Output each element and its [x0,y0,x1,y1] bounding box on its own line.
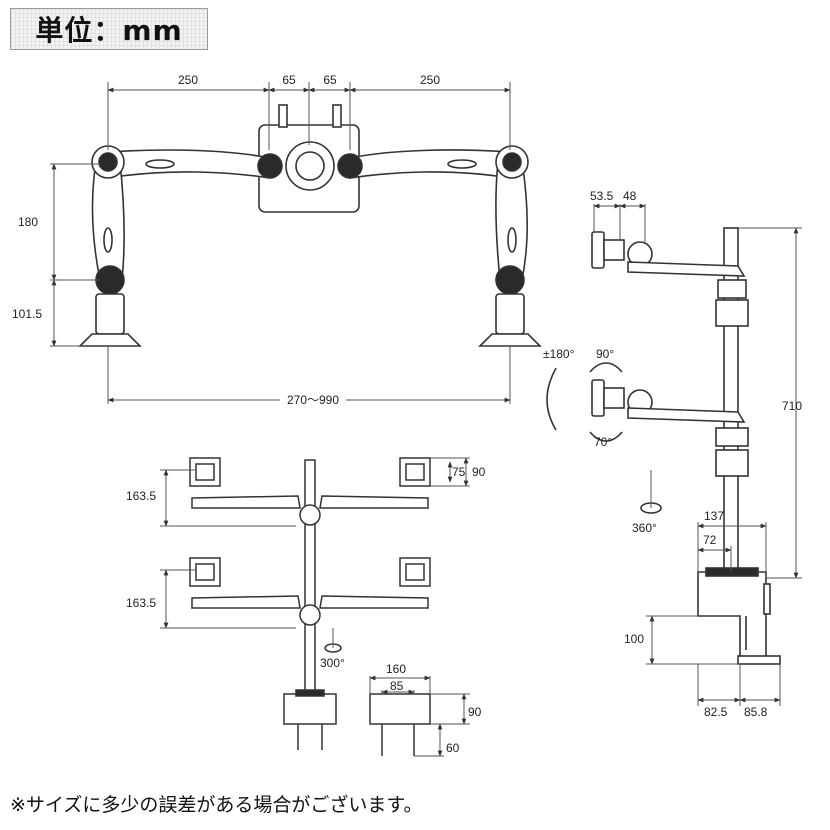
side-clamp-body [697,571,767,661]
side-upper-arm [627,261,746,277]
front-bracket-pin [278,104,288,128]
front-right-base [478,333,542,347]
front-joint [502,152,522,172]
side-view-dimensions [593,203,802,706]
tilt-up-label: 90° [596,347,614,361]
front-left-post [95,293,125,335]
label-backdrop [280,393,346,407]
dim-plate-depth: 48 [623,189,637,203]
tilt-range-label: ±180° [543,347,575,361]
side-lower-collar [715,427,749,447]
vesa-large-label: 90 [472,465,486,479]
dim-upper-height: 163.5 [126,489,156,503]
clamp-detail-body [369,693,431,725]
side-upper-collar [715,299,749,327]
quad-clamp-top [295,689,325,697]
side-upper-vesa-plate [591,231,605,269]
front-right-arm [349,149,511,179]
quad-arm-lower-right [319,595,429,609]
side-clamp-knob [763,583,771,615]
front-right-vertical-arm [495,161,529,281]
quad-view-drawing [189,457,431,750]
clamp-detail-inner: 85 [390,679,404,693]
front-arm-slot [507,227,517,253]
front-bracket-pin [332,104,342,128]
quad-hub-lower [299,604,321,626]
quad-clamp [283,693,337,725]
front-arm-slot [145,159,175,169]
front-left-base [78,333,142,347]
front-joint [495,265,525,295]
front-joint [257,153,283,179]
front-left-arm [107,149,271,179]
side-lower-vesa-plate [591,379,605,417]
tilt-arc [589,362,623,373]
front-left-vertical-arm [91,161,125,281]
quad-pole [304,459,316,697]
quad-rotation-label: 300° [320,656,345,670]
dim-left-arm: 250 [178,73,198,87]
quad-view-dimensions [160,457,470,648]
side-lower-collar [715,449,749,477]
quad-hub-upper [299,504,321,526]
clamp-detail-drawing [369,693,431,756]
dim-base-height: 101.5 [12,307,42,321]
dim-lower-height: 163.5 [126,596,156,610]
dim-clamp-width: 137 [704,509,724,523]
front-joint [98,152,118,172]
vesa-small-label: 75 [452,465,466,479]
front-joint [337,153,363,179]
rotate-arc [546,367,557,431]
front-arm-slot [103,227,113,253]
front-center-hub-inner [295,151,325,181]
dim-clamp-height: 100 [624,632,644,646]
side-lower-tilt-head [603,387,625,409]
quad-arm-upper-right [319,495,429,509]
quad-vesa-inner [405,463,425,481]
dim-left-center: 65 [282,73,296,87]
tilt-arc [589,431,623,442]
dim-clamp-pole-offset: 72 [703,533,717,547]
quad-vesa-inner [195,563,215,581]
quad-arm-lower-left [191,595,301,609]
front-joint [95,265,125,295]
front-right-post [495,293,525,335]
dim-pole-height: 710 [782,399,802,413]
dim-span: 270〜990 [287,393,339,407]
side-view-drawing [546,227,781,665]
dim-clamp-back: 85.8 [744,705,768,719]
quad-vesa-inner [405,563,425,581]
side-upper-tilt-head [603,239,625,261]
dim-plate-offset: 53.5 [590,189,614,203]
footnote: ※サイズに多少の誤差がある場合がございます。 [10,794,423,816]
side-rotation-label: 360° [632,521,657,535]
clamp-detail-width: 160 [386,662,406,676]
side-clamp-top [705,567,759,577]
dim-right-arm: 250 [420,73,440,87]
front-arm-slot [447,159,477,169]
unit-label: 単位：mm [10,8,208,50]
dim-arm-height: 180 [18,215,38,229]
side-lower-arm [627,407,746,423]
side-clamp-foot [737,655,781,665]
clamp-detail-depth: 60 [446,741,460,755]
quad-vesa-inner [195,463,215,481]
side-upper-collar [717,279,747,299]
dim-right-center: 65 [323,73,337,87]
clamp-detail-height: 90 [468,705,482,719]
quad-arm-upper-left [191,495,301,509]
clamp-detail-dimensions [369,675,470,757]
dim-clamp-front: 82.5 [704,705,728,719]
tilt-down-label: 70° [594,435,612,449]
front-view-arm-drawing [78,104,542,347]
